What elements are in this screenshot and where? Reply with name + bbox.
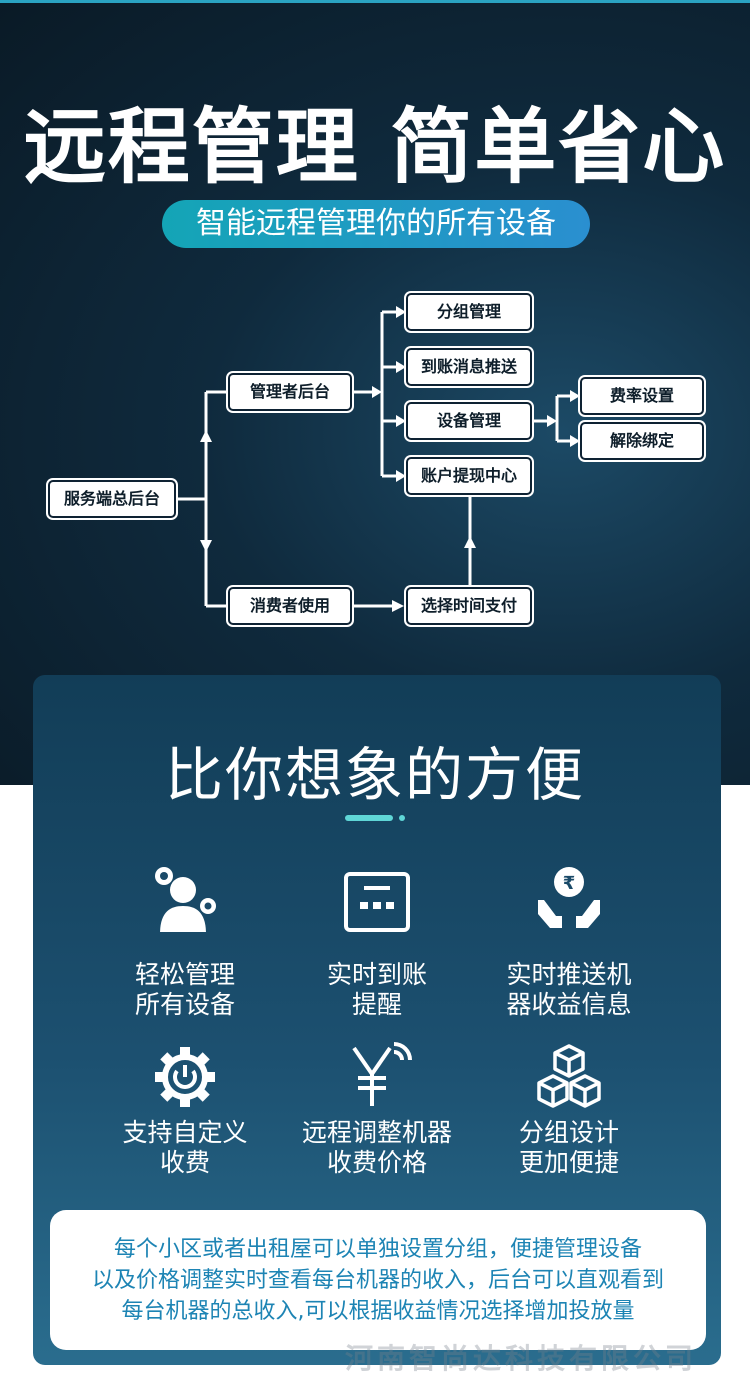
description-line: 以及价格调整实时查看每台机器的收入，后台可以直观看到	[91, 1268, 664, 1293]
node-admin-backend: 管理者后台	[228, 373, 352, 411]
page-title: 远程管理 简单省心	[23, 100, 727, 195]
node-server-backend: 服务端总后台	[48, 480, 176, 518]
node-device-management: 设备管理	[406, 402, 532, 440]
description-line: 每个小区或者出租屋可以单独设置分组，便捷管理设备	[113, 1237, 642, 1262]
node-payment-push: 到账消息推送	[406, 348, 532, 386]
feature-label: 实时到账 提醒	[326, 960, 427, 1019]
feature-label: 支持自定义 收费	[122, 1118, 248, 1177]
feature-label: 实时推送机 器收益信息	[506, 960, 632, 1019]
title-underline-dot	[399, 815, 405, 821]
feature-label: 分组设计 更加便捷	[518, 1118, 619, 1177]
title-underline	[345, 815, 393, 821]
node-group-management: 分组管理	[406, 293, 532, 331]
feature-label: 轻松管理 所有设备	[134, 960, 235, 1019]
flowchart-connectors	[176, 306, 580, 612]
node-consumer-use: 消费者使用	[228, 587, 352, 625]
svg-text:₹: ₹	[563, 873, 576, 894]
top-accent-line	[0, 0, 750, 3]
yen-signal-icon	[352, 1042, 412, 1106]
subtitle-pill: 智能远程管理你的所有设备	[162, 200, 590, 248]
feature-label: 远程调整机器 收费价格	[301, 1118, 452, 1177]
description-box: 每个小区或者出租屋可以单独设置分组，便捷管理设备 以及价格调整实时查看每台机器的…	[50, 1210, 706, 1350]
boxes-icon	[537, 1044, 601, 1108]
hands-coin-icon: ₹	[538, 867, 600, 928]
terminal-icon	[344, 872, 410, 932]
user-gears-icon	[155, 867, 216, 932]
description-line: 每台机器的总收入,可以根据收益情况选择增加投放量	[121, 1299, 635, 1324]
node-withdraw-center: 账户提现中心	[406, 457, 532, 495]
company-watermark: 河南智尚达科技有限公司	[345, 1342, 698, 1375]
node-fee-settings: 费率设置	[580, 377, 704, 415]
card-title: 比你想象的方便	[164, 741, 585, 809]
node-select-time-pay: 选择时间支付	[406, 587, 532, 625]
gear-icon	[155, 1047, 215, 1107]
node-unbind: 解除绑定	[580, 422, 704, 460]
